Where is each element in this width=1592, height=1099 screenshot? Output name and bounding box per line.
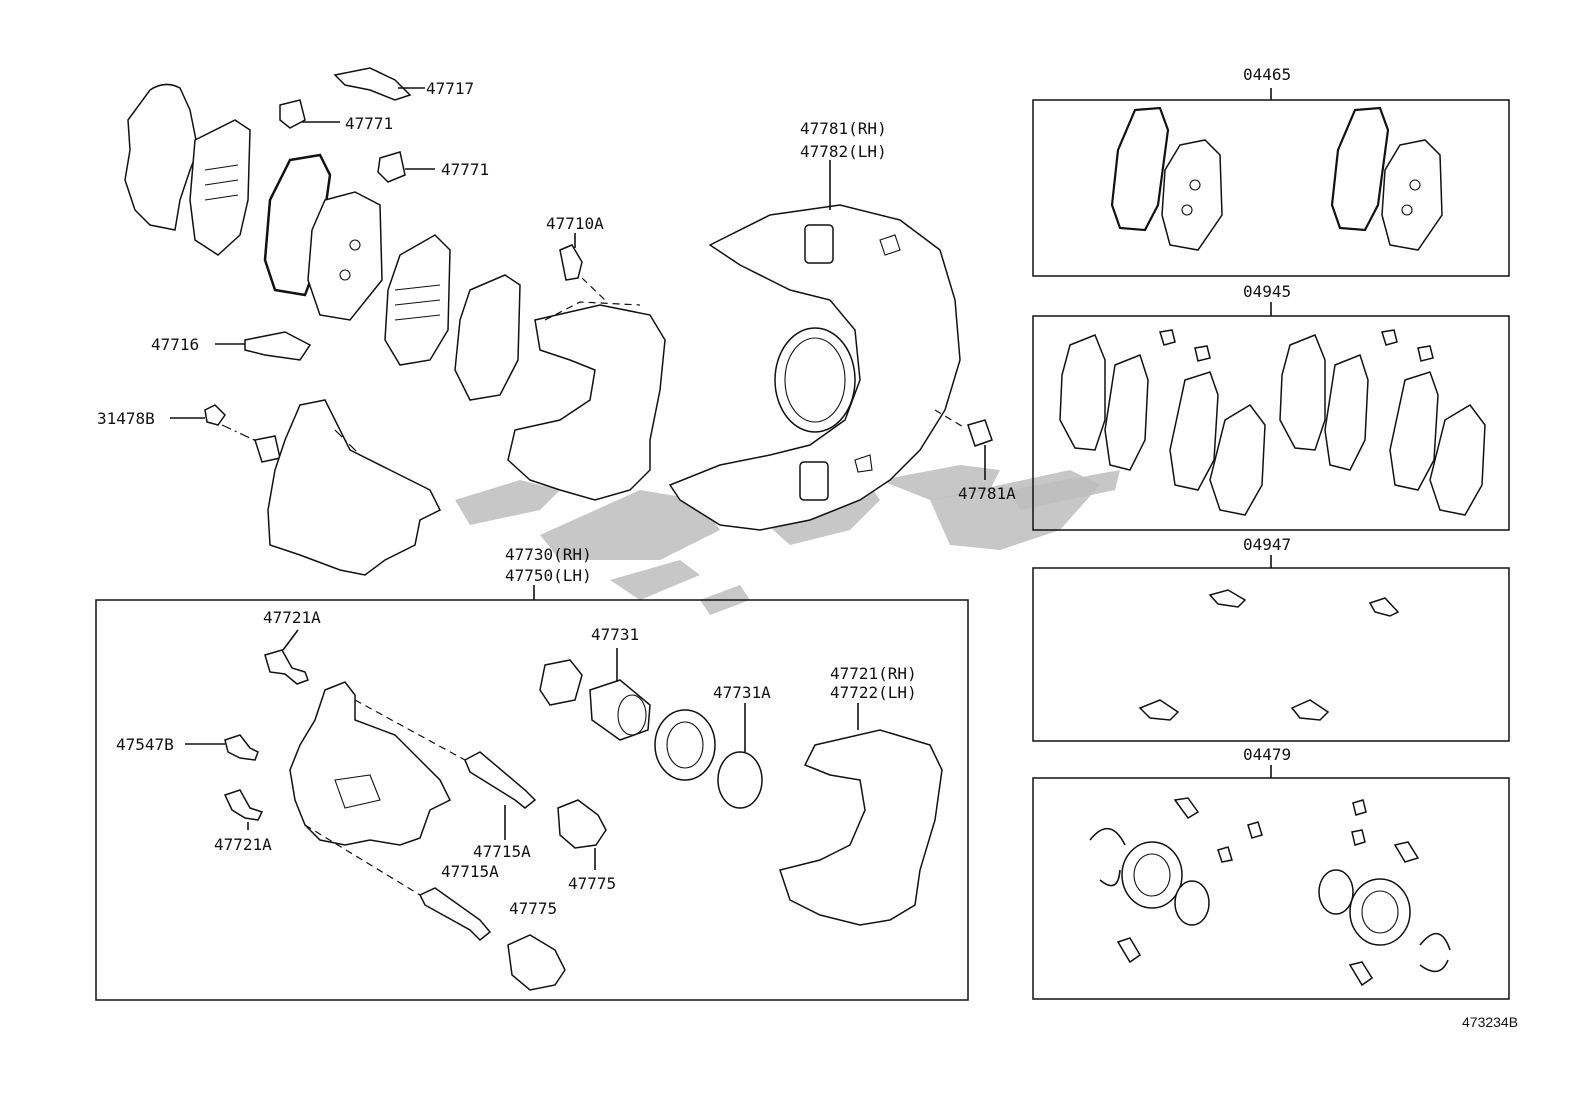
dust-shield bbox=[668, 160, 993, 531]
kit-box-04465 bbox=[1032, 88, 1510, 277]
caliper-body-upper bbox=[170, 399, 442, 576]
label-47722-lh: 47722(LH) bbox=[830, 683, 917, 702]
label-kit-04947: 04947 bbox=[1243, 535, 1291, 554]
kit-box-04479 bbox=[1032, 765, 1510, 1000]
label-47771-lower: 47771 bbox=[441, 160, 489, 179]
label-kit-04465: 04465 bbox=[1243, 65, 1291, 84]
mounting-bracket-upper bbox=[507, 233, 666, 501]
label-47771-upper: 47771 bbox=[345, 114, 393, 133]
label-47775-lower: 47775 bbox=[509, 899, 557, 918]
label-47731A: 47731A bbox=[713, 683, 771, 702]
caliper-assembly-parts bbox=[185, 629, 943, 991]
label-47547B: 47547B bbox=[116, 735, 174, 754]
label-47731: 47731 bbox=[591, 625, 639, 644]
diagram-reference-code: 473234B bbox=[1462, 1014, 1518, 1030]
caliper-assembly-box bbox=[95, 599, 969, 1001]
label-47710A: 47710A bbox=[546, 214, 604, 233]
label-31478B: 31478B bbox=[97, 409, 155, 428]
label-47715A-lower: 47715A bbox=[441, 862, 499, 881]
label-47781A: 47781A bbox=[958, 484, 1016, 503]
kit-box-04945 bbox=[1032, 302, 1510, 531]
label-47716: 47716 bbox=[151, 335, 199, 354]
label-47730-rh: 47730(RH) bbox=[505, 545, 592, 564]
label-47781-rh: 47781(RH) bbox=[800, 119, 887, 138]
label-47721-rh: 47721(RH) bbox=[830, 664, 917, 683]
label-47775-upper: 47775 bbox=[568, 874, 616, 893]
label-47717: 47717 bbox=[426, 79, 474, 98]
label-47721A-top: 47721A bbox=[263, 608, 321, 627]
label-47750-lh: 47750(LH) bbox=[505, 566, 592, 585]
label-47715A-upper: 47715A bbox=[473, 842, 531, 861]
kit-box-04947 bbox=[1032, 555, 1510, 742]
pad-shim-stack bbox=[124, 67, 521, 401]
label-47782-lh: 47782(LH) bbox=[800, 142, 887, 161]
label-kit-04479: 04479 bbox=[1243, 745, 1291, 764]
label-47721A-bottom: 47721A bbox=[214, 835, 272, 854]
label-kit-04945: 04945 bbox=[1243, 282, 1291, 301]
